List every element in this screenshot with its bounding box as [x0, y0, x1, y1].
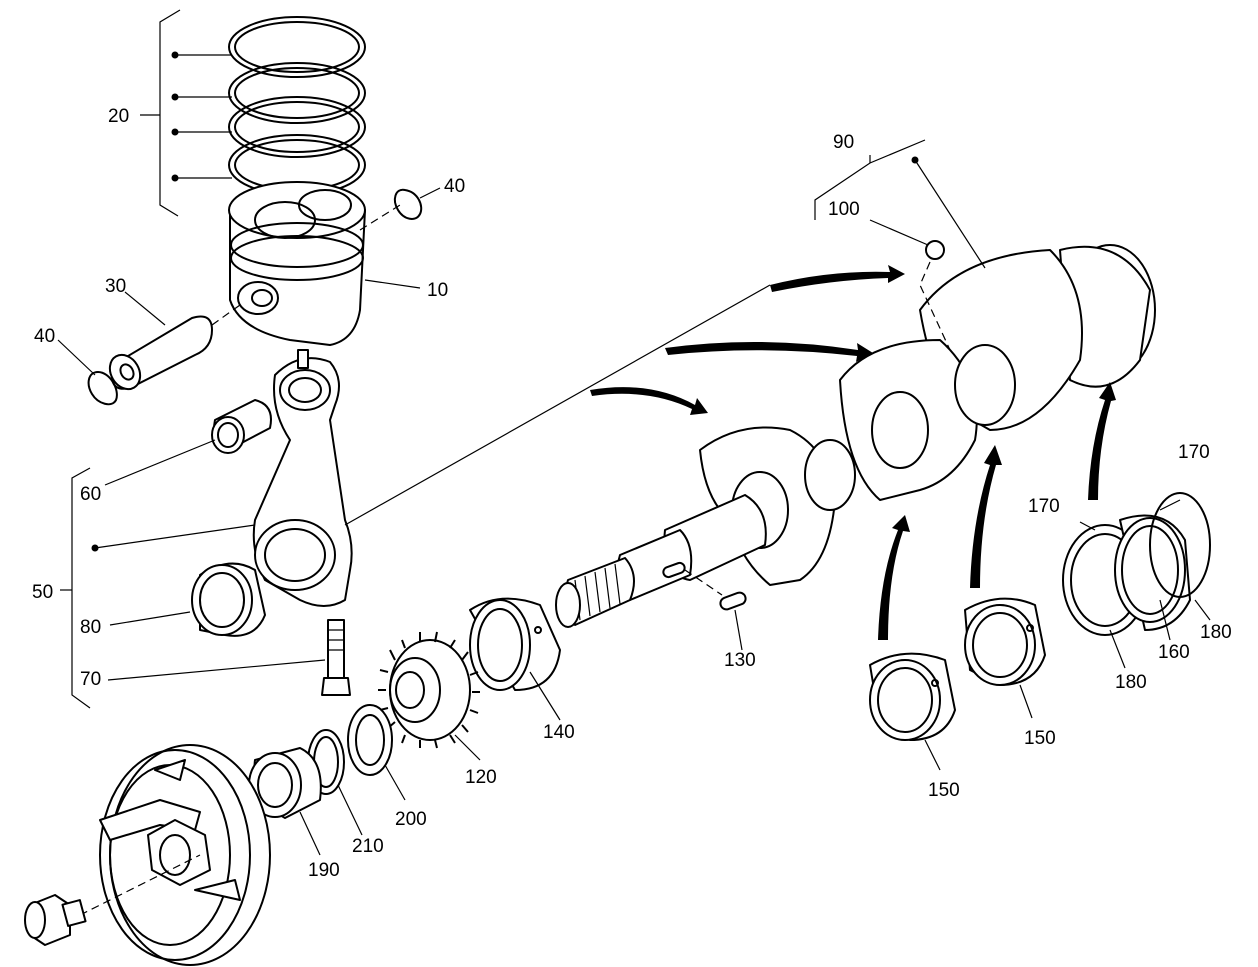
- label-70: 70: [80, 669, 101, 690]
- label-40-upper: 40: [444, 176, 465, 197]
- label-210: 210: [352, 836, 384, 857]
- piston-pin: [108, 315, 213, 391]
- main-bearing-shell-a: [869, 652, 956, 741]
- label-180-lower: 180: [1115, 672, 1147, 693]
- spacer-sleeve: [248, 747, 322, 819]
- snap-ring-upper: [393, 188, 423, 220]
- assembly-arrows: [590, 265, 1116, 640]
- crankshaft-pulley: [99, 744, 271, 966]
- thrust-washer: [347, 704, 393, 776]
- woodruff-key: [719, 591, 747, 611]
- rear-thrust-bearing: [1062, 492, 1211, 636]
- label-60: 60: [80, 484, 101, 505]
- piston: [228, 181, 366, 346]
- label-90: 90: [833, 132, 854, 153]
- connecting-rod: [252, 349, 353, 607]
- label-120: 120: [465, 767, 497, 788]
- label-100: 100: [828, 199, 860, 220]
- snap-ring-lower: [87, 371, 118, 406]
- label-150-right: 150: [1024, 728, 1056, 749]
- crankshaft-gear: [378, 631, 480, 749]
- part-labels: 20 40 10 30 40 60 50 80 70 90 100 170 17…: [32, 106, 1232, 881]
- label-140: 140: [543, 722, 575, 743]
- label-10: 10: [427, 280, 448, 301]
- label-40-lower: 40: [34, 326, 55, 347]
- piston-ring-set: [228, 16, 366, 196]
- small-end-bushing: [211, 399, 272, 454]
- rod-bolt: [321, 619, 351, 696]
- pulley-bolt: [24, 894, 87, 946]
- label-130: 130: [724, 650, 756, 671]
- crankshaft: [555, 244, 1156, 628]
- label-160: 160: [1158, 642, 1190, 663]
- label-80: 80: [80, 617, 101, 638]
- label-30: 30: [105, 276, 126, 297]
- label-50: 50: [32, 582, 53, 603]
- label-170-left: 170: [1028, 496, 1060, 517]
- main-bearing-shell-b: [964, 597, 1046, 686]
- label-20: 20: [108, 106, 129, 127]
- front-main-bearing: [469, 597, 561, 691]
- label-190: 190: [308, 860, 340, 881]
- label-170-right: 170: [1178, 442, 1210, 463]
- label-180-right: 180: [1200, 622, 1232, 643]
- label-150-left: 150: [928, 780, 960, 801]
- label-200: 200: [395, 809, 427, 830]
- big-end-bearing: [191, 562, 266, 637]
